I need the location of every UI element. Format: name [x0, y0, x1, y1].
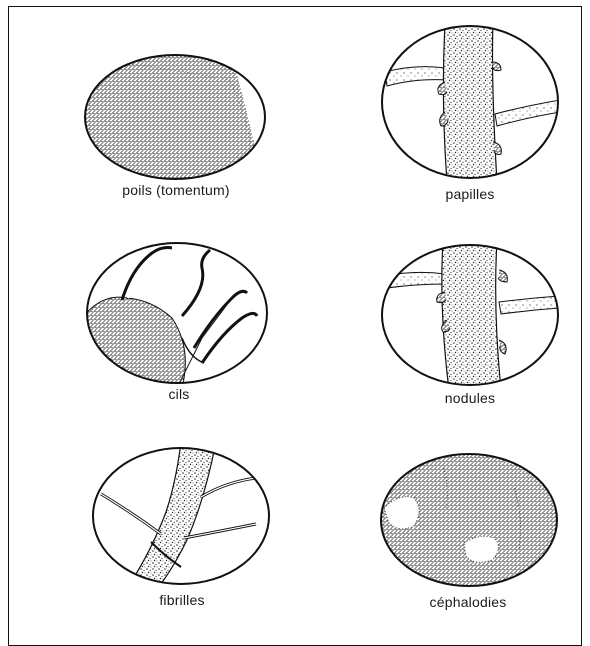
- cils-illustration: [82, 238, 272, 388]
- fibrilles-illustration: [86, 442, 276, 590]
- caption-poils: poils (tomentum): [76, 182, 276, 198]
- caption-nodules: nodules: [370, 390, 570, 406]
- caption-fibrilles: fibrilles: [82, 592, 282, 608]
- caption-cephalodies: céphalodies: [368, 594, 568, 610]
- cephalodies-illustration: [374, 448, 564, 592]
- caption-cils: cils: [79, 386, 279, 402]
- poils-illustration: [80, 52, 270, 182]
- nodules-illustration: [375, 240, 565, 390]
- caption-papilles: papilles: [370, 186, 570, 202]
- papilles-illustration: [375, 22, 565, 182]
